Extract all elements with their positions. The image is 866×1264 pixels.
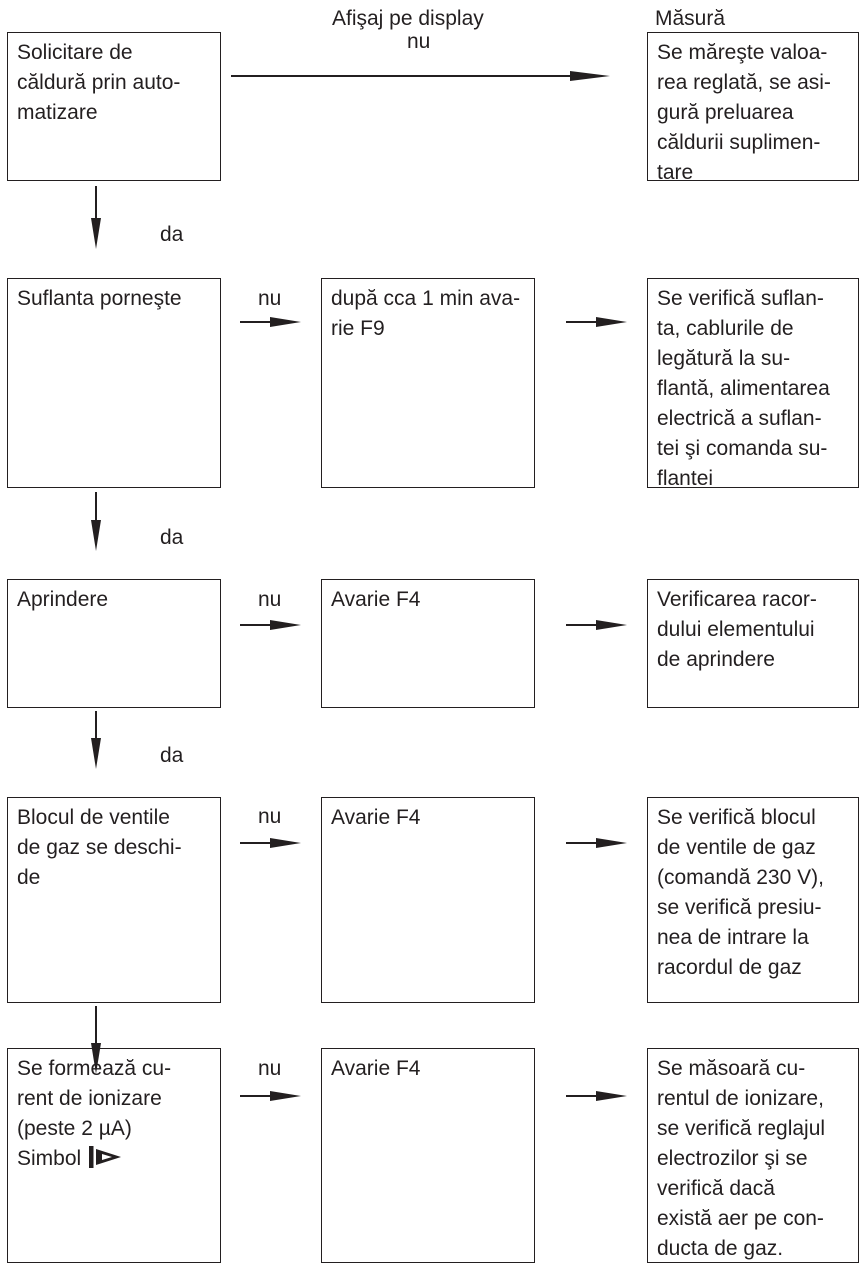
no-label-row1: nu — [407, 30, 431, 53]
action-box-row3: Verificarea racor- dului elementului de … — [647, 579, 859, 708]
display-column-header: Afişaj pe display — [332, 7, 484, 30]
condition-box-ignition: Aprindere — [7, 579, 221, 708]
no-label-row4: nu — [258, 805, 282, 828]
yes-label-row1: da — [160, 223, 184, 246]
condition-box-fan-starts: Suflanta porneşte — [7, 278, 221, 488]
condition-box-gas-valve: Blocul de ventile de gaz se deschi- de — [7, 797, 221, 1003]
yes-label-row2: da — [160, 526, 184, 549]
action-box-row4: Se verifică blocul de ventile de gaz (co… — [647, 797, 859, 1003]
action-box-row5: Se măsoară cu- rentul de ionizare, se ve… — [647, 1048, 859, 1263]
no-label-row5: nu — [258, 1057, 282, 1080]
no-label-row3: nu — [258, 588, 282, 611]
no-label-row2: nu — [258, 287, 282, 310]
display-box-row3: Avarie F4 — [321, 579, 535, 708]
yes-label-row3: da — [160, 744, 184, 767]
display-box-row2: după cca 1 min ava- rie F9 — [321, 278, 535, 488]
display-box-row5: Avarie F4 — [321, 1048, 535, 1263]
action-column-header: Măsură — [655, 7, 726, 30]
condition-box-ionization: Se formează cu- rent de ionizare (peste … — [7, 1048, 221, 1263]
action-box-row2: Se verifică suflan- ta, cablurile de leg… — [647, 278, 859, 490]
action-box-row1: Se măreşte valoa- rea reglată, se asi- g… — [647, 32, 859, 184]
condition-box-heat-request: Solicitare de căldură prin auto- matizar… — [7, 32, 221, 181]
flame-ionization-icon — [89, 1146, 122, 1168]
condition-text-ionization: Se formează cu- rent de ionizare (peste … — [17, 1057, 172, 1170]
display-box-row4: Avarie F4 — [321, 797, 535, 1003]
